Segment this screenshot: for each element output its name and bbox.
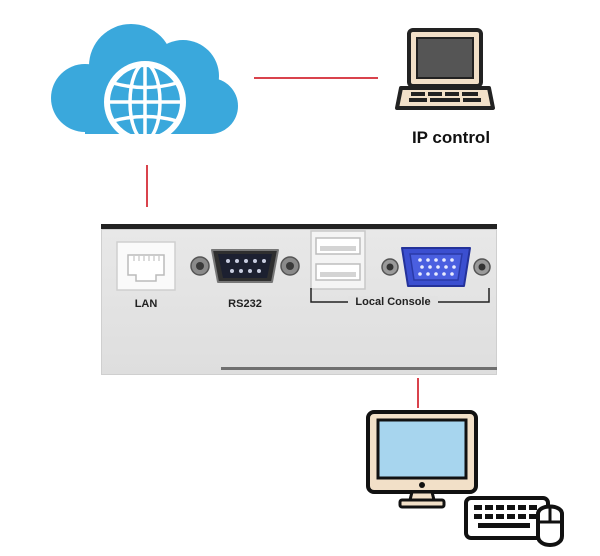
serial-port-icon	[190, 249, 300, 283]
monitor-icon	[366, 410, 478, 509]
local-console-label: Local Console	[348, 296, 438, 308]
connector-cloud-laptop	[254, 77, 378, 79]
connector-panel-monitor	[417, 378, 419, 408]
keyboard-mouse-icon	[464, 496, 564, 547]
panel-foot	[221, 367, 497, 370]
ethernet-port-icon	[116, 241, 176, 291]
vga-port-icon	[381, 247, 491, 287]
lan-label: LAN	[134, 298, 158, 310]
laptop-icon	[395, 28, 495, 110]
cloud-globe-icon	[51, 24, 238, 143]
connector-cloud-panel	[146, 165, 148, 207]
usb-ports-icon	[310, 230, 366, 290]
rs232-label: RS232	[228, 298, 262, 310]
ip-control-label: IP control	[411, 128, 491, 147]
